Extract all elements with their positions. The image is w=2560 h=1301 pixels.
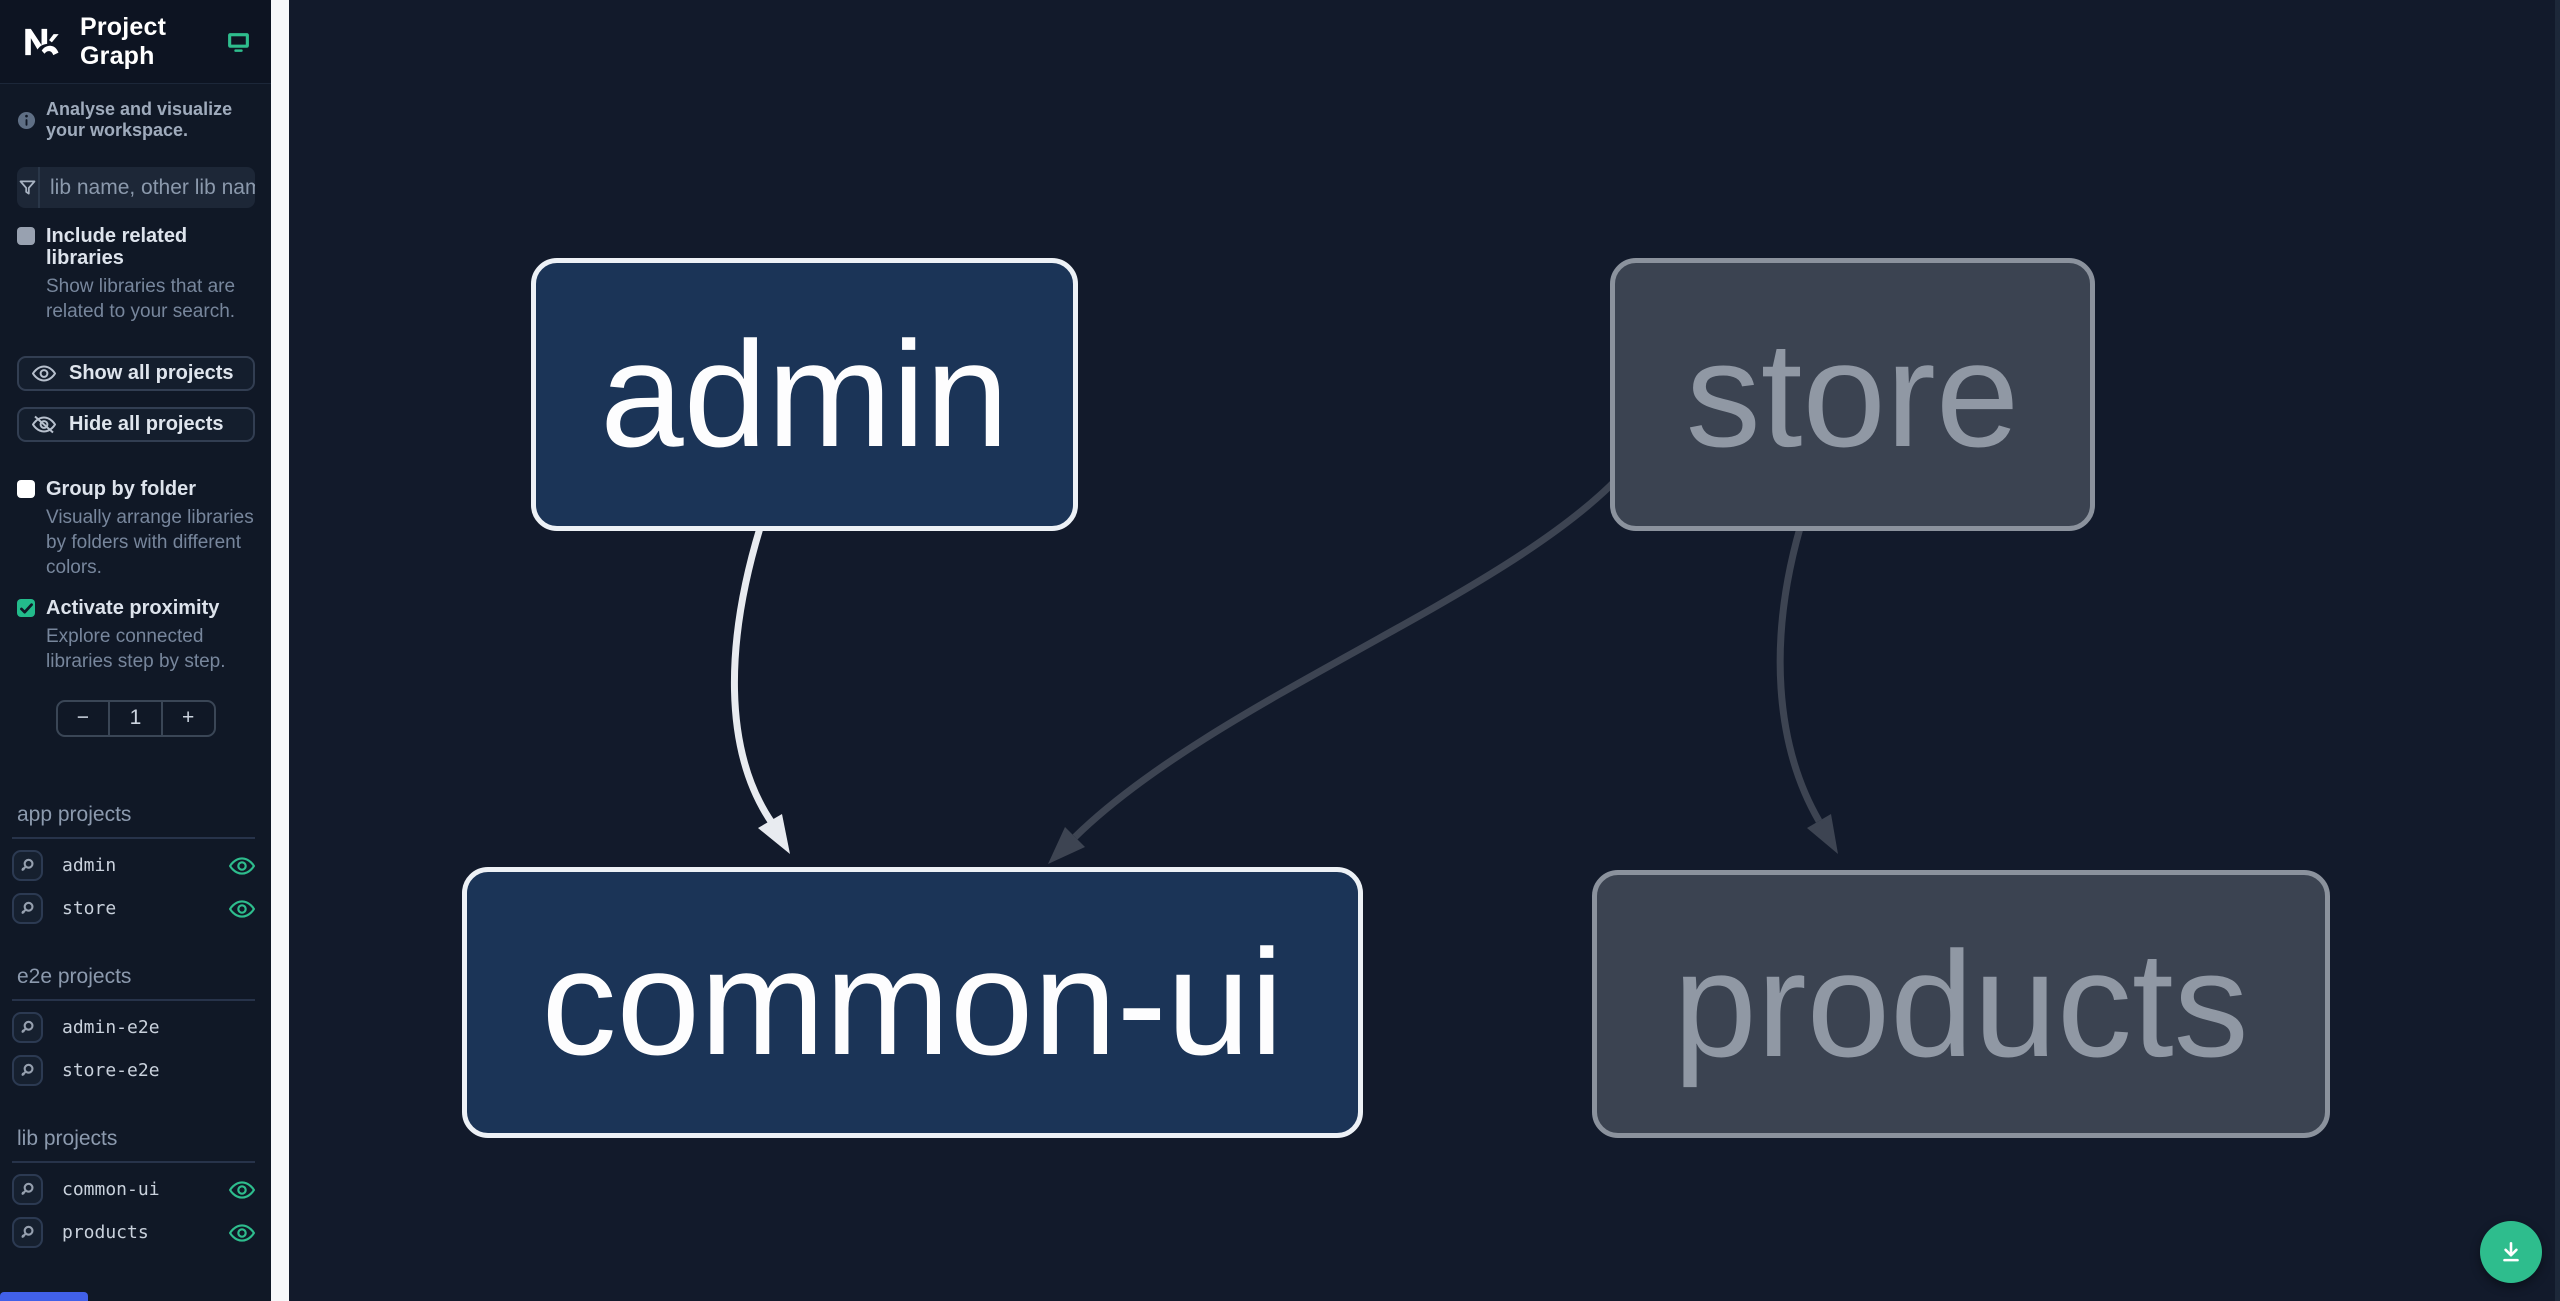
focus-project-button[interactable] (12, 1217, 43, 1249)
sidebar: Project Graph Analyse and visualize your… (0, 0, 271, 1301)
project-name: products (62, 1222, 149, 1244)
node-label: common-ui (541, 918, 1284, 1086)
node-label: admin (600, 310, 1009, 478)
group-by-folder-label: Group by folder (46, 478, 196, 501)
section-title: lib projects (12, 1127, 255, 1163)
focus-icon (19, 1224, 36, 1241)
focus-icon (19, 1019, 36, 1036)
group-by-folder-checkbox[interactable] (17, 480, 35, 499)
sidebar-header: Project Graph (0, 0, 271, 84)
workspace-tagline: Analyse and visualize your workspace. (0, 99, 271, 141)
project-visible-eye-icon[interactable] (229, 899, 255, 919)
focus-project-button[interactable] (12, 893, 43, 925)
edge-store-products (1776, 527, 1838, 854)
activate-proximity-label: Activate proximity (46, 597, 220, 620)
project-name: common-ui (62, 1179, 160, 1201)
focus-icon (19, 1181, 36, 1198)
project-name: store-e2e (62, 1060, 160, 1082)
project-visible-eye-icon[interactable] (229, 1180, 255, 1200)
focus-project-button[interactable] (12, 1055, 43, 1087)
include-related-checkbox[interactable] (17, 227, 35, 245)
project-visible-eye-icon[interactable] (229, 1223, 255, 1243)
group-by-folder-description: Visually arrange libraries by folders wi… (46, 507, 254, 579)
search-input[interactable] (40, 175, 255, 200)
graph-node-products[interactable]: products (1592, 870, 2330, 1138)
project-sections: app projects admin store e2e projects admin-… (0, 803, 271, 1249)
project-row: admin (12, 850, 255, 882)
project-row: products (12, 1217, 255, 1249)
project-row: store (12, 893, 255, 925)
project-section: e2e projects admin-e2e store-e2e (12, 965, 255, 1087)
focus-icon (19, 1062, 36, 1079)
page-title: Project Graph (80, 12, 167, 70)
eye-slot-empty (229, 1018, 255, 1038)
proximity-value: 1 (108, 701, 163, 735)
project-section: lib projects common-ui products (12, 1127, 255, 1249)
show-all-projects-label: Show all projects (69, 362, 234, 385)
eye-icon (32, 364, 56, 383)
edge-store-common-ui (1048, 475, 1621, 864)
proximity-stepper: − 1 + (55, 699, 216, 737)
sidebar-resizer[interactable] (271, 0, 289, 1301)
include-related-label: Include related libraries (46, 225, 188, 269)
project-section: app projects admin store (12, 803, 255, 925)
section-title: e2e projects (12, 965, 255, 1001)
section-title: app projects (12, 803, 255, 839)
activate-proximity-block: Activate proximity Explore connected lib… (0, 597, 271, 674)
filter-funnel-icon[interactable] (17, 167, 40, 208)
focus-project-button[interactable] (12, 1174, 43, 1206)
focus-project-button[interactable] (12, 1012, 43, 1044)
node-label: products (1673, 919, 2249, 1088)
focus-icon (19, 857, 36, 874)
tagline-text: Analyse and visualize your workspace. (46, 99, 233, 140)
focus-icon (19, 900, 36, 917)
hide-all-projects-label: Hide all projects (69, 413, 224, 436)
project-visible-eye-icon[interactable] (229, 856, 255, 876)
eye-slot-empty (229, 1061, 255, 1081)
project-name: admin-e2e (62, 1017, 160, 1039)
monitor-icon[interactable] (226, 29, 251, 54)
project-row: common-ui (12, 1174, 255, 1206)
include-related-block: Include related libraries Show libraries… (0, 225, 271, 324)
project-name: store (62, 898, 117, 920)
download-image-button[interactable] (2480, 1221, 2542, 1283)
activate-proximity-description: Explore connected libraries step by step… (46, 626, 226, 673)
proximity-increment-button[interactable]: + (182, 706, 195, 730)
project-row: store-e2e (12, 1055, 255, 1087)
include-related-description: Show libraries that are related to your … (46, 276, 236, 323)
group-by-folder-block: Group by folder Visually arrange librari… (0, 478, 271, 580)
show-all-projects-button[interactable]: Show all projects (17, 356, 255, 392)
graph-node-admin[interactable]: admin (531, 258, 1078, 531)
node-label: store (1685, 310, 2020, 478)
project-row: admin-e2e (12, 1012, 255, 1044)
eye-off-icon (32, 415, 56, 434)
hide-all-projects-button[interactable]: Hide all projects (17, 407, 255, 443)
sidebar-bottom-strip (0, 1292, 88, 1301)
activate-proximity-checkbox[interactable] (17, 599, 35, 618)
focus-project-button[interactable] (12, 850, 43, 882)
proximity-decrement-button[interactable]: − (76, 706, 89, 730)
search-box (17, 167, 255, 208)
graph-node-store[interactable]: store (1610, 258, 2095, 531)
project-name: admin (62, 855, 117, 877)
nx-logo (20, 21, 62, 63)
window-right-edge (2555, 0, 2560, 1301)
download-icon (2498, 1239, 2524, 1265)
graph-node-common-ui[interactable]: common-ui (462, 867, 1363, 1138)
edge-admin-common-ui (731, 526, 790, 854)
info-icon (17, 111, 36, 130)
